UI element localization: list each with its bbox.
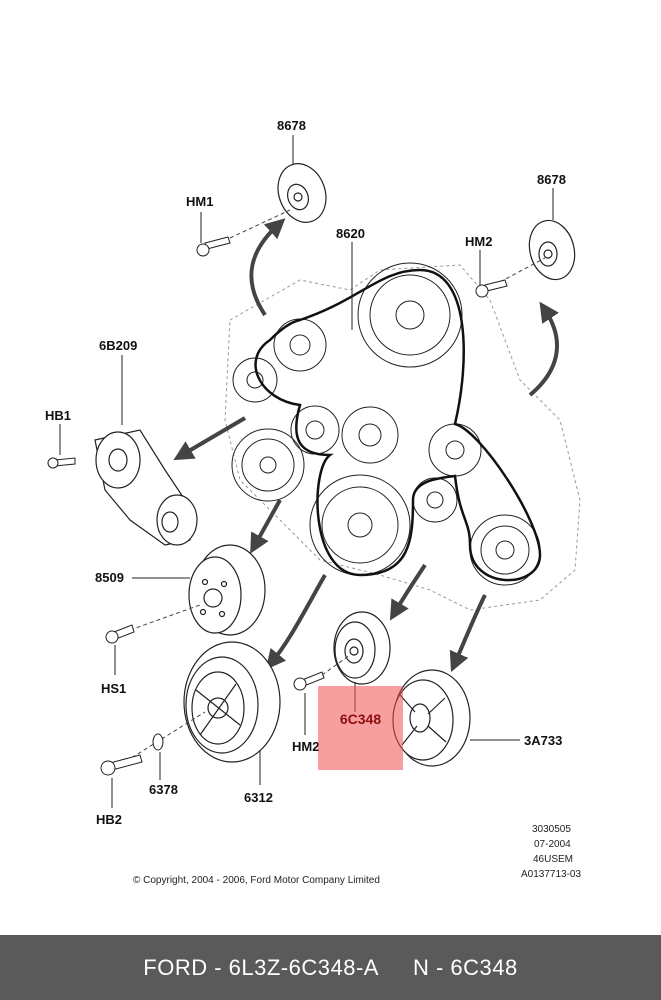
highlight-box — [318, 686, 403, 770]
label-6378: 6378 — [149, 782, 178, 797]
tensioner-assembly — [94, 429, 198, 546]
idler-pulley-right — [528, 219, 576, 281]
label-8509: 8509 — [95, 570, 124, 585]
label-6b209: 6B209 — [99, 338, 137, 353]
bolt-hm2-bottom — [293, 671, 325, 691]
power-steering-pulley — [392, 669, 471, 767]
part-number: FORD - 6L3Z-6C348-A — [143, 954, 379, 980]
label-3a733: 3A733 — [524, 733, 562, 748]
label-6c348-highlighted: 6C348 — [339, 711, 382, 727]
part-footer: FORD - 6L3Z-6C348-A N - 6C348 — [0, 935, 661, 1000]
water-pump-pulley — [188, 544, 266, 636]
label-hs1: HS1 — [101, 681, 126, 696]
label-6312: 6312 — [244, 790, 273, 805]
part-reference: N - 6C348 — [412, 954, 518, 980]
bolt-hm2-top — [475, 279, 508, 298]
revision-line-3: 46USEM — [533, 854, 573, 865]
label-hb1: HB1 — [45, 408, 71, 423]
label-8678-top: 8678 — [277, 118, 306, 133]
bolt-hb2 — [100, 754, 143, 776]
label-hm2-bottom: HM2 — [292, 739, 319, 754]
belt-drive-diagram: 8678 HM1 8620 8678 HM2 6B209 HB1 — [45, 118, 581, 886]
label-hb2: HB2 — [96, 812, 122, 827]
washer — [152, 733, 164, 751]
label-8620: 8620 — [336, 226, 365, 241]
revision-line-4: A0137713-03 — [521, 869, 581, 880]
label-hm1: HM1 — [186, 194, 213, 209]
revision-line-1: 3030505 — [532, 824, 571, 835]
revision-line-2: 07-2004 — [534, 839, 571, 850]
bolt-hm1 — [196, 236, 231, 257]
engine-assembly — [224, 262, 581, 611]
copyright-notice: © Copyright, 2004 - 2006, Ford Motor Com… — [133, 875, 380, 886]
label-hm2-top: HM2 — [465, 234, 492, 249]
crank-pulley — [183, 641, 281, 763]
label-8678-right: 8678 — [537, 172, 566, 187]
bolt-hs1 — [105, 624, 135, 644]
idler-pulley-top — [277, 163, 327, 223]
idler-pulley-6c348 — [333, 611, 391, 685]
bolt-hb1 — [47, 457, 76, 469]
removal-arrows — [173, 218, 559, 673]
